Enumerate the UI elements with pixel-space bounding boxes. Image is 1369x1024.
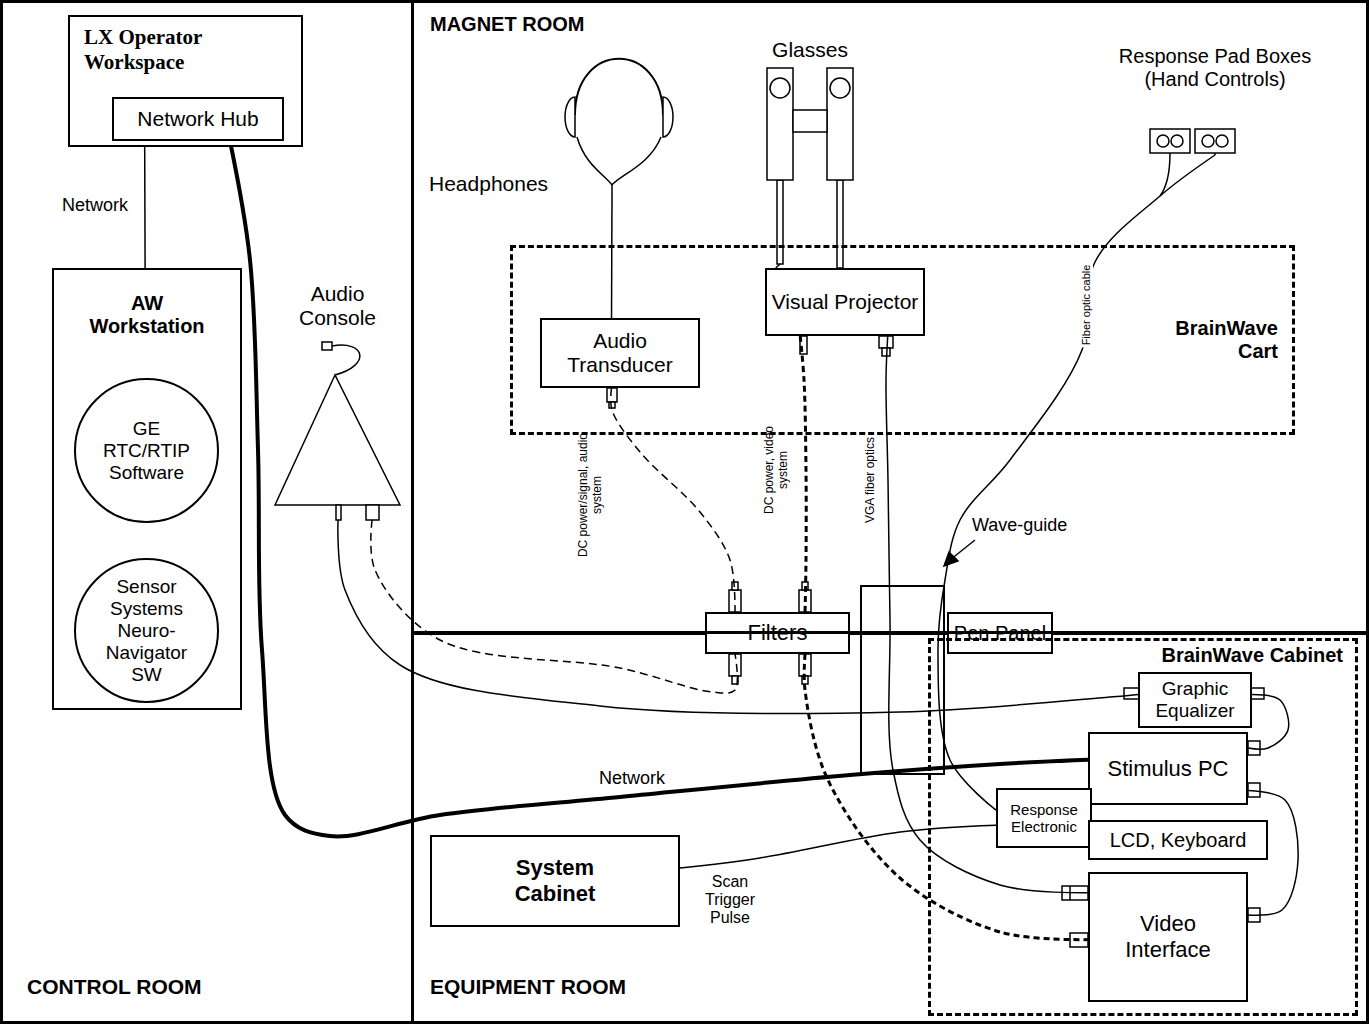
node-label: Network Hub [137, 107, 258, 131]
room-region: MAGNET ROOM Headphones Glasses Response Pad… [411, 0, 1369, 635]
edge-label-holder: Fiber optic cable [1079, 263, 1093, 348]
node-label: Wave-guide [972, 515, 1067, 536]
node-label: Graphic Equalizer [1145, 678, 1245, 722]
node-label: LCD, Keyboard [1110, 829, 1247, 852]
edge-label: DC power/signal, audio system [576, 433, 604, 558]
edge-label: DC power, video system [762, 420, 790, 520]
edge-label-holder: DC power/signal, audio system [576, 433, 604, 558]
cable-connector [680, 825, 996, 868]
node-label: AW Workstation [77, 292, 217, 338]
cable-connector [776, 264, 780, 268]
edge-label-holder: Network [62, 195, 128, 216]
vga-connector [879, 336, 893, 348]
node-label: Video Interface [1108, 911, 1228, 963]
node-label: Response Pad Boxes (Hand Controls) [1115, 45, 1315, 91]
edge-label: Fiber optic cable [1079, 263, 1093, 348]
process-box: Graphic Equalizer [1138, 672, 1252, 728]
edge-label: Scan Trigger Pulse [690, 873, 770, 927]
edge-label-holder: Scan Trigger Pulse [690, 873, 770, 927]
cable-connector [371, 520, 738, 693]
node-label: MAGNET ROOM [430, 13, 584, 36]
node-label: BrainWave Cart [1163, 317, 1278, 363]
node-label: Visual Projector [772, 290, 919, 314]
cable-connector [938, 155, 1215, 810]
node-label: Pen Panel [954, 622, 1046, 645]
node-label: Response Electronic [1003, 801, 1085, 835]
node-label: Audio Console [293, 282, 383, 330]
process-box: LCD, Keyboard [1088, 820, 1268, 860]
headphones-drawing [425, 35, 670, 210]
cable-connector [800, 336, 806, 612]
audio-console: Audio Console [270, 280, 405, 520]
filter-box: Filters [705, 612, 850, 654]
edge-label-holder: VGA fiber optics [863, 437, 877, 523]
cable-connector [1248, 790, 1298, 915]
node-label: Stimulus PC [1107, 756, 1228, 782]
cable-connector [144, 141, 146, 268]
process-box: Visual Projector [765, 268, 925, 336]
glasses-drawing [755, 38, 865, 264]
node-label: BrainWave Cabinet [1161, 644, 1343, 667]
cabinet-outline: BrainWave CabinetGraphic EqualizerStimul… [928, 638, 1358, 1016]
headphones: Headphones [425, 35, 670, 210]
node-label: Filters [748, 620, 808, 646]
node-label: LX Operator Workspace [84, 25, 254, 75]
cabinet-box: System Cabinet [430, 835, 680, 927]
cable-connector [338, 520, 1138, 714]
filter-plug [732, 582, 738, 590]
room-region: EQUIPMENT ROOM System Cabinet BrainWave Ca… [411, 631, 1369, 1024]
response-pads: Response Pad Boxes (Hand Controls) [1115, 45, 1315, 155]
glasses: Glasses [755, 38, 865, 264]
cable-connector [804, 654, 1088, 940]
cable-connector [886, 336, 1088, 893]
cable-connector [1248, 694, 1289, 749]
node-label: EQUIPMENT ROOM [430, 975, 626, 999]
edge-label-holder: DC power, video system [762, 420, 790, 520]
workstation-box: AW Workstation GE RTC/RTIP SoftwareSensor… [52, 268, 242, 710]
node-label: Glasses [772, 38, 848, 62]
node-label: GE RTC/RTIP Software [92, 418, 202, 484]
edge-label: VGA fiber optics [863, 437, 877, 523]
audio-console-drawing [270, 280, 405, 520]
edge-label-holder: Network [599, 768, 665, 789]
cable-connector [230, 141, 1088, 836]
process-box: Response Electronic [996, 788, 1092, 848]
node-label: Audio Transducer [542, 329, 698, 377]
software-circle: GE RTC/RTIP Software [74, 378, 219, 523]
workspace-box: LX Operator WorkspaceNetwork Hub [68, 15, 303, 147]
node-label: System Cabinet [480, 855, 630, 907]
software-circle: Sensor Systems Neuro-Navigator SW [74, 558, 219, 703]
waveguide: Wave-guide [860, 585, 945, 775]
leader-arrowhead [944, 552, 958, 566]
process-box: Stimulus PC [1088, 732, 1248, 805]
node-label: CONTROL ROOM [27, 975, 202, 999]
edge-label: Network [62, 195, 128, 216]
equalizer-plug [1250, 688, 1264, 699]
response-pads-drawing [1115, 45, 1315, 155]
panel-box: Pen Panel [947, 612, 1053, 654]
room-region: CONTROL ROOM LX Operator WorkspaceNetwork… [0, 0, 414, 1024]
hub-box: Network Hub [112, 97, 284, 141]
node-label: Headphones [429, 172, 548, 196]
node-label: Sensor Systems Neuro-Navigator SW [92, 576, 202, 686]
process-box: Video Interface [1088, 872, 1248, 1002]
process-box: Audio Transducer [540, 318, 700, 388]
edge-label: Network [599, 768, 665, 789]
cable-connector [611, 210, 613, 318]
equalizer-plug [1124, 688, 1140, 699]
cart-outline: BrainWave Cart Audio Transducer Visual Pro… [510, 245, 1295, 435]
cable-connector [611, 388, 735, 612]
